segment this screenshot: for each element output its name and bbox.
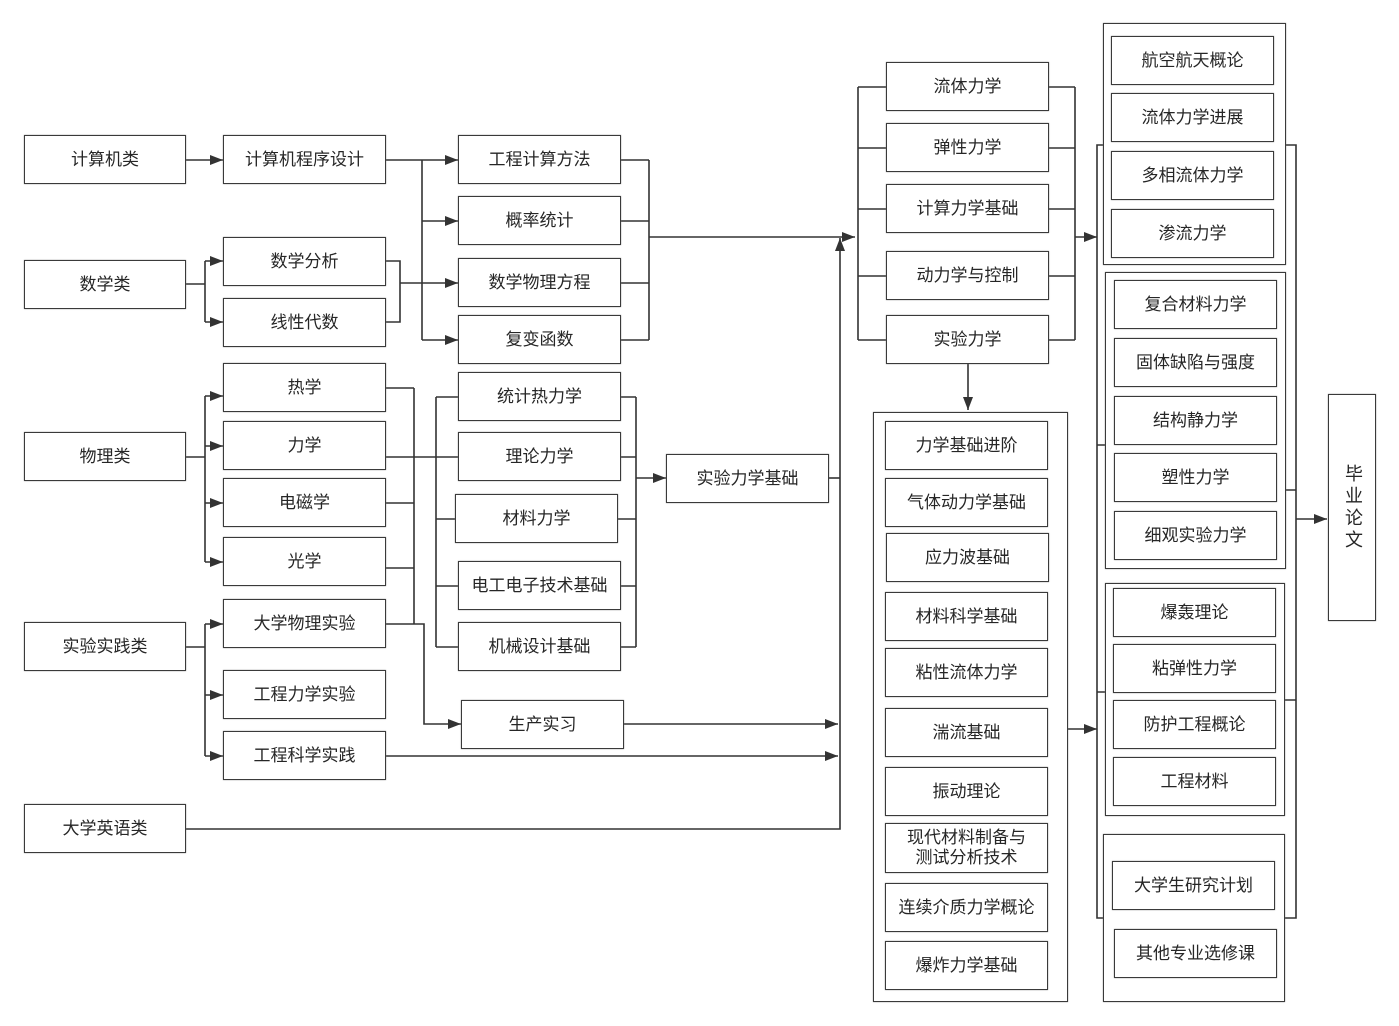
course-materials-fabrication-testing: 现代材料制备与 测试分析技术: [885, 823, 1048, 873]
elective-group-explosion: 爆轰理论 粘弹性力学 防护工程概论 工程材料: [1105, 583, 1285, 816]
course-linear-algebra: 线性代数: [223, 298, 386, 347]
course-fluid-mechanics: 流体力学: [886, 62, 1049, 111]
connector-practice-category: [186, 624, 206, 756]
category-practice: 实验实践类: [24, 622, 186, 671]
course-theoretical-mechanics: 理论力学: [458, 432, 621, 481]
category-physics: 物理类: [24, 432, 186, 481]
course-seepage-mechanics: 渗流力学: [1111, 209, 1274, 258]
course-engineering-computation: 工程计算方法: [458, 135, 621, 184]
course-experimental-mechanics: 实验力学: [886, 315, 1049, 364]
course-mechanics-of-materials: 材料力学: [455, 494, 618, 543]
course-materials-science: 材料科学基础: [885, 592, 1048, 641]
course-physics-lab: 大学物理实验: [223, 599, 386, 648]
connector-core-left-bracket: [857, 86, 886, 341]
course-elasticity: 弹性力学: [886, 123, 1049, 172]
course-engineering-mechanics-lab: 工程力学实验: [223, 670, 386, 719]
course-math-physics-equations: 数学物理方程: [458, 258, 621, 307]
connector-technical-right-bracket: [618, 396, 637, 648]
course-vibration-theory: 振动理论: [885, 767, 1048, 816]
advanced-courses-group: 力学基础进阶 气体动力学基础 应力波基础 材料科学基础 粘性流体力学 湍流基础 …: [873, 412, 1068, 1002]
course-viscoelasticity: 粘弹性力学: [1113, 644, 1276, 693]
course-engineering-science-practice: 工程科学实践: [223, 731, 386, 780]
course-math-analysis: 数学分析: [223, 237, 386, 286]
course-turbulence: 湍流基础: [885, 708, 1048, 757]
course-composite-mechanics: 复合材料力学: [1114, 280, 1277, 329]
course-other-electives: 其他专业选修课: [1114, 929, 1277, 978]
course-mesoscale-experimental-mechanics: 细观实验力学: [1114, 511, 1277, 560]
course-undergraduate-research: 大学生研究计划: [1112, 861, 1275, 910]
course-stress-waves: 应力波基础: [886, 533, 1049, 582]
category-computer: 计算机类: [24, 135, 186, 184]
course-complex-functions: 复变函数: [458, 315, 621, 364]
category-english: 大学英语类: [24, 804, 186, 853]
connector-core-right-bracket: [1049, 86, 1076, 341]
course-electromagnetism: 电磁学: [223, 478, 386, 527]
course-fluid-mechanics-advances: 流体力学进展: [1111, 93, 1274, 142]
course-electronics-basics: 电工电子技术基础: [458, 561, 621, 610]
course-advanced-mechanics: 力学基础进阶: [885, 421, 1048, 470]
course-statistical-thermodynamics: 统计热力学: [458, 372, 621, 421]
course-protective-engineering: 防护工程概论: [1113, 700, 1276, 749]
course-gas-dynamics: 气体动力学基础: [885, 478, 1048, 527]
course-plasticity: 塑性力学: [1114, 453, 1277, 502]
course-engineering-materials: 工程材料: [1113, 757, 1276, 806]
course-multiphase-flow: 多相流体力学: [1111, 151, 1274, 200]
connector-physics-merge: [386, 387, 415, 624]
course-programming: 计算机程序设计: [223, 135, 386, 184]
course-solid-defects-strength: 固体缺陷与强度: [1114, 338, 1277, 387]
electives-frame-ticks: [1097, 444, 1296, 701]
arrow-physics-lab-to-internship: [386, 623, 461, 729]
course-explosion-mechanics: 爆炸力学基础: [885, 941, 1048, 990]
course-thermal: 热学: [223, 363, 386, 412]
course-mechanics: 力学: [223, 421, 386, 470]
category-math: 数学类: [24, 260, 186, 309]
connector-math-category: [186, 261, 206, 322]
course-probability-statistics: 概率统计: [458, 196, 621, 245]
course-continuum-mechanics: 连续介质力学概论: [885, 883, 1048, 932]
course-aerospace-intro: 航空航天概论: [1111, 36, 1274, 85]
course-detonation-theory: 爆轰理论: [1113, 588, 1276, 637]
course-mechanical-design: 机械设计基础: [458, 622, 621, 671]
course-experimental-mechanics-basics: 实验力学基础: [666, 454, 829, 503]
course-viscous-fluid-mechanics: 粘性流体力学: [885, 648, 1048, 697]
elective-group-solid: 复合材料力学 固体缺陷与强度 结构静力学 塑性力学 细观实验力学: [1105, 272, 1286, 569]
graduation-thesis: 毕业论文: [1328, 394, 1376, 621]
course-computational-mechanics: 计算力学基础: [886, 184, 1049, 233]
arrow-english-to-core: [186, 238, 845, 830]
course-optics: 光学: [223, 537, 386, 586]
connector-physics-category: [186, 396, 206, 562]
course-structural-statics: 结构静力学: [1114, 396, 1277, 445]
course-dynamics-and-control: 动力学与控制: [886, 251, 1049, 300]
connector-math-merge: [386, 260, 401, 323]
elective-group-fluid: 航空航天概论 流体力学进展 多相流体力学 渗流力学: [1103, 23, 1286, 265]
connector-applied-math-right-bracket: [621, 159, 650, 341]
connector-technical-left-bracket: [435, 396, 458, 648]
elective-group-other: 大学生研究计划 其他专业选修课: [1103, 834, 1285, 1002]
course-production-internship: 生产实习: [461, 700, 624, 749]
